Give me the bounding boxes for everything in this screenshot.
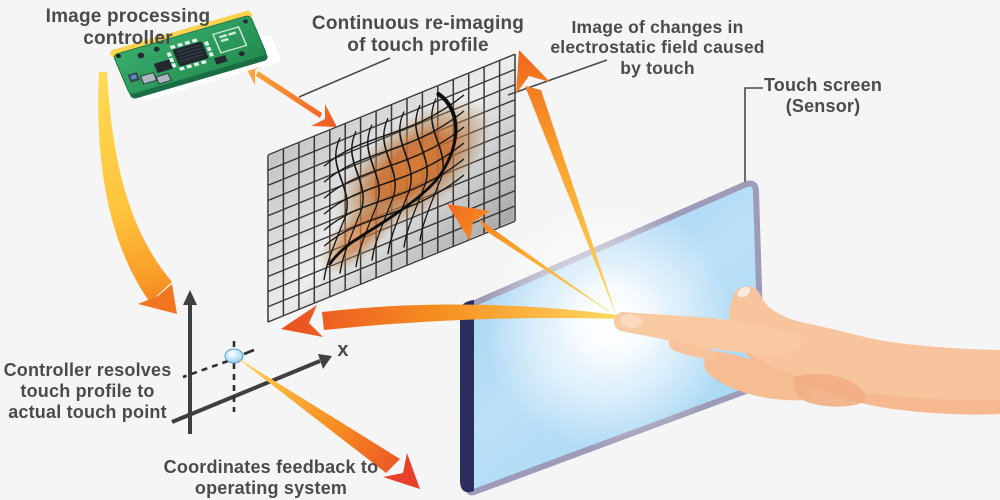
label-touch-screen-sensor: Touch screen (Sensor) <box>763 75 883 116</box>
touch-point-rays <box>281 50 617 337</box>
label-controller-resolves: Controller resolves touch profile to act… <box>3 360 172 422</box>
board-mesh-double-arrow <box>243 62 337 127</box>
circuit-board-illustration <box>110 10 282 101</box>
glass-edge-navy <box>460 300 474 493</box>
arrowhead-to-mesh-bottom <box>281 305 323 337</box>
touch-screen-panel <box>460 180 765 496</box>
touch-bump-contour <box>328 91 458 266</box>
hand-back <box>729 286 1000 415</box>
coordinates-feedback-arrow <box>236 357 420 489</box>
resolved-touch-point <box>224 348 244 364</box>
folded-fingers <box>704 351 813 401</box>
x-axis-arrowhead <box>318 354 332 369</box>
y-axis-arrowhead <box>183 290 197 305</box>
controller-flow-arrow <box>98 72 177 314</box>
thumb <box>793 373 866 407</box>
feedback-arrowhead <box>383 453 420 489</box>
coordinate-axes <box>171 290 332 434</box>
leader-touchscreen <box>744 87 763 215</box>
arrowhead-to-mesh-top <box>516 50 550 94</box>
label-coordinates-feedback: Coordinates feedback to operating system <box>163 457 379 498</box>
leader-reimaging <box>298 57 391 98</box>
pcb-cpu-chip <box>172 41 209 67</box>
leader-electrostatic <box>507 59 608 96</box>
touch-profile-mesh <box>266 52 517 324</box>
forearm-shade <box>731 331 1000 415</box>
hand-illustration <box>613 286 1000 415</box>
middle-finger-nail <box>737 286 751 298</box>
pcb-trace-outline <box>212 26 248 54</box>
index-fingertip <box>620 313 642 329</box>
label-x-axis: x <box>337 339 349 361</box>
label-continuous-reimaging: Continuous re-imaging of touch profile <box>311 13 525 57</box>
dashed-projection-horizontal <box>182 359 229 379</box>
label-electrostatic-field: Image of changes in electrostatic field … <box>550 17 765 78</box>
label-image-processing-controller: Image processing controller <box>45 6 211 50</box>
arrowhead-to-bump <box>447 204 490 241</box>
index-finger <box>613 312 802 354</box>
